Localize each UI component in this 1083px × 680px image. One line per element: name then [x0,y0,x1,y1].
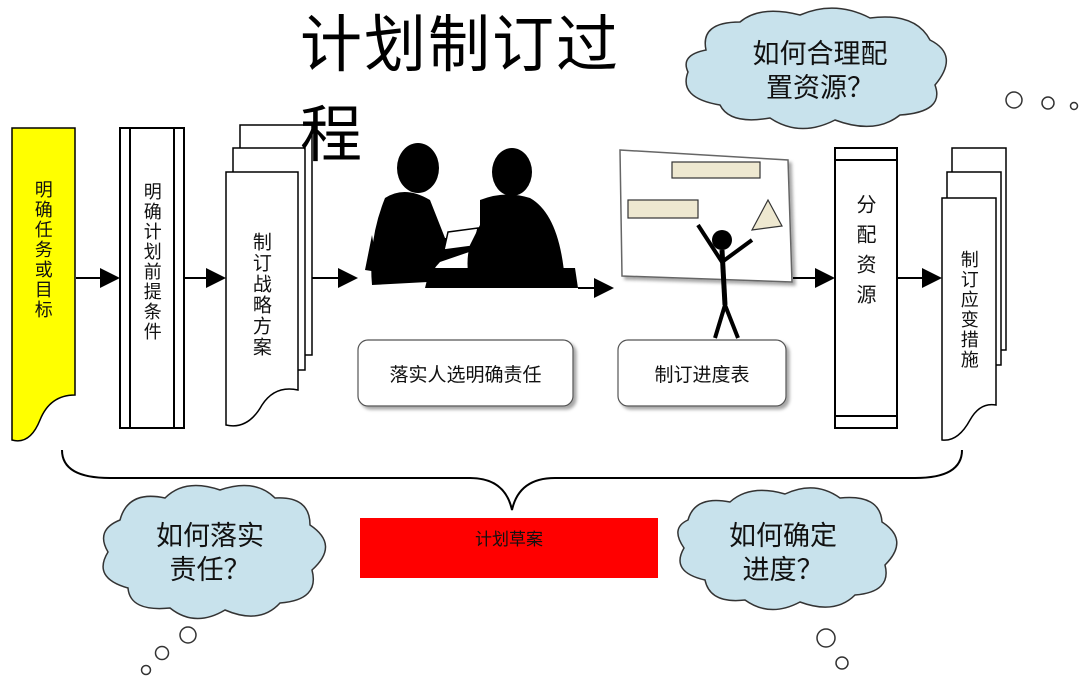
flow-arrows [76,268,942,298]
page-title: 计划制订过程 [300,8,621,171]
step-1-shape [11,127,76,442]
cloud-responsibility-text: 如何落实责任？ [156,521,264,586]
step-7-shape [941,147,1007,441]
step-7-label: 制订应变措施 [957,250,979,370]
step-2-shape [119,127,185,429]
step-5-box [617,339,787,407]
curly-brace [61,449,963,511]
whiteboard-figure [619,149,793,339]
step-3-label: 制订战略方案 [249,232,272,358]
cloud-resources-text: 如何合理配置资源？ [752,39,888,104]
cloud-resources [685,7,1079,130]
step-4-box [357,339,574,407]
step-6-shape [834,147,898,429]
step-2-label: 明确计划前提条件 [140,182,162,342]
step-5-label: 制订进度表 [654,364,750,386]
plan-draft-box: 计划草案 [360,518,658,578]
step-4-label: 落实人选明确责任 [389,364,542,386]
step-3-shape [225,124,313,427]
cloud-schedule-text: 如何确定进度？ [729,521,837,586]
step-6-label: 分配资源 [853,194,877,314]
cloud-schedule [677,487,898,670]
plan-draft-label: 计划草案 [475,530,543,550]
step-1-label: 明确任务或目标 [31,180,53,320]
cloud-responsibility [102,484,327,676]
meeting-silhouette [365,143,578,288]
